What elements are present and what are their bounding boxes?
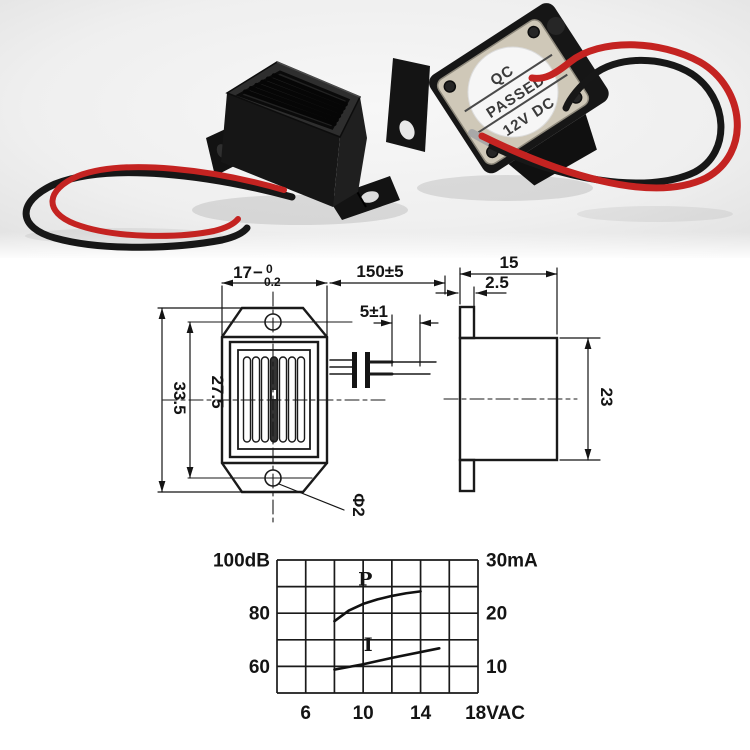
screw bbox=[527, 25, 540, 39]
dim-lead-length: 150±5 bbox=[356, 262, 403, 281]
chart-curve-label-P: P bbox=[358, 568, 372, 590]
dim-width-nominal: 17 bbox=[233, 263, 252, 282]
dim-height-33-5 bbox=[157, 307, 246, 493]
sticker-rule-1 bbox=[464, 53, 553, 113]
front-view-outline bbox=[220, 306, 329, 494]
dim-hole-diameter: Φ2 bbox=[349, 493, 368, 516]
dim-body-height: 23 bbox=[597, 388, 616, 407]
wire-black-left bbox=[22, 169, 296, 251]
dim-bare-5 bbox=[373, 314, 439, 367]
dim-width-17 bbox=[221, 279, 328, 337]
chart-curve-I bbox=[333, 647, 441, 671]
buzzer-back-shadow bbox=[417, 175, 593, 201]
dim-body-height-23 bbox=[559, 337, 601, 461]
front-centerlines bbox=[162, 291, 386, 523]
case-recess bbox=[546, 16, 565, 35]
hole-dia-leader bbox=[278, 483, 345, 511]
edge-highlight bbox=[276, 61, 361, 98]
qc-sticker bbox=[467, 46, 559, 138]
chart-ytick-left: 80 bbox=[249, 604, 270, 625]
dim-flange-2-5 bbox=[435, 286, 507, 313]
case-bottom bbox=[508, 113, 597, 186]
chart-ytick-right: 20 bbox=[486, 604, 507, 625]
chart-curve-P bbox=[333, 590, 422, 623]
case-front-face bbox=[221, 93, 340, 207]
dim-lead-150 bbox=[329, 275, 446, 295]
chart-ytick-right: 10 bbox=[486, 657, 507, 678]
product-photo: QC PASSED 12V DC bbox=[0, 0, 750, 260]
dim-bare-lead: 5±1 bbox=[360, 302, 388, 321]
ear-hole-3 bbox=[399, 120, 415, 140]
buzzer-front-view bbox=[22, 61, 400, 251]
ear-hole-2 bbox=[361, 191, 379, 203]
dim-depth: 15 bbox=[500, 253, 519, 272]
chart-xtick: 14 bbox=[410, 703, 432, 724]
chart-xtick: 6 bbox=[300, 703, 311, 724]
chart-ytick-left: 100dB bbox=[213, 551, 270, 572]
dim-overall-height: 33.5 bbox=[170, 381, 189, 414]
dim-depth-15 bbox=[459, 267, 558, 335]
buzzer-back-view: QC PASSED 12V DC bbox=[386, 3, 741, 192]
screw bbox=[443, 80, 457, 93]
dim-width-tol-lower: 0.2 bbox=[264, 275, 281, 289]
dimension-drawing: 17 − 0 0.2 150±5 5±1 33.5 27.5 bbox=[157, 253, 616, 523]
chart-xtick: 18VAC bbox=[465, 703, 525, 724]
chart-ytick-left: 60 bbox=[249, 657, 270, 678]
mounting-ear-back-left bbox=[386, 58, 430, 152]
sticker-rule-2 bbox=[476, 73, 568, 135]
case-right-face bbox=[333, 97, 367, 207]
lead-wires bbox=[329, 352, 437, 388]
chart-xtick: 10 bbox=[353, 703, 374, 724]
performance-chart: 100dB 80 60 30mA 20 10 6 10 14 18VAC P I bbox=[213, 551, 538, 725]
chart-curve-label-I: I bbox=[364, 634, 373, 656]
chart-ytick-right: 30mA bbox=[486, 551, 538, 572]
dim-flange-thickness: 2.5 bbox=[485, 273, 509, 292]
wire-shadow-right bbox=[577, 206, 733, 222]
dim-width-tol-sign: − bbox=[253, 263, 263, 282]
wire-red-right bbox=[478, 41, 741, 192]
wire-red-left bbox=[49, 164, 287, 239]
dim-hole-spacing: 27.5 bbox=[208, 375, 227, 408]
grille-slots bbox=[242, 73, 348, 127]
dim-width-tol-upper: 0 bbox=[266, 262, 273, 276]
